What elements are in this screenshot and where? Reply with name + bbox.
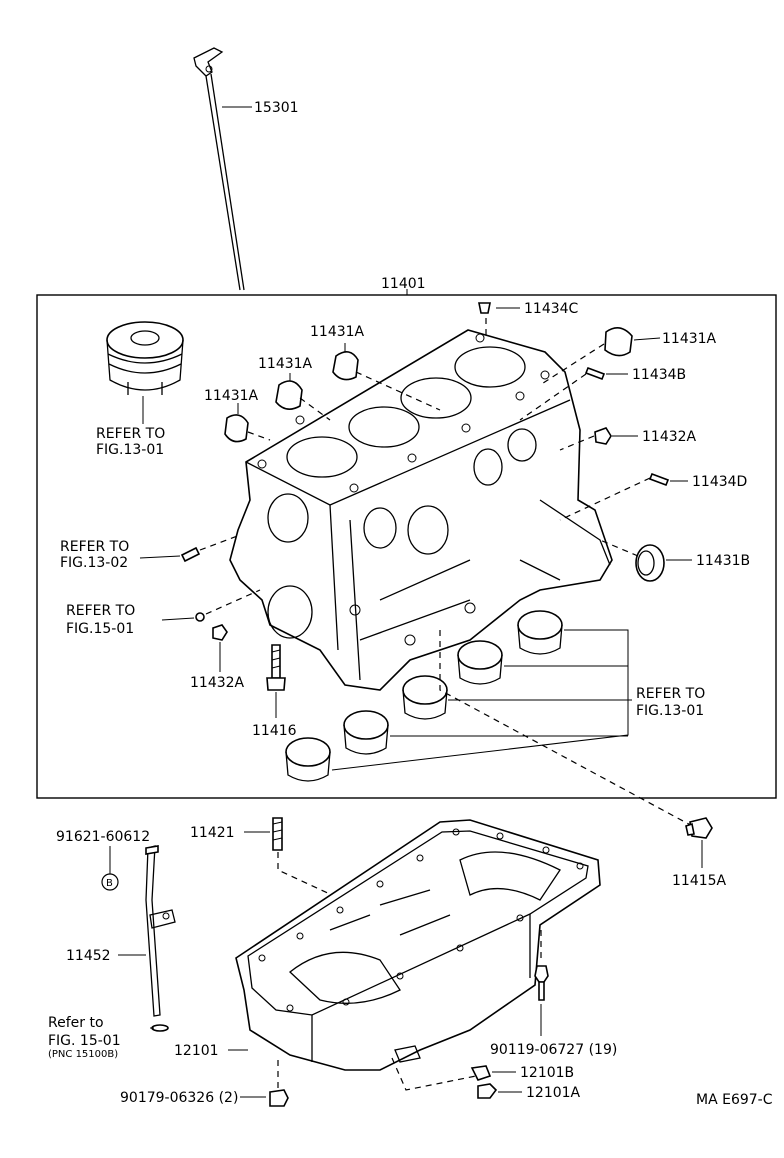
label-plug-11432a-right: 11432A bbox=[642, 429, 697, 445]
label-plug-11431a-1: 11431A bbox=[310, 324, 365, 340]
plug-11431a-right-icon bbox=[604, 327, 633, 357]
stud-11416-icon bbox=[266, 644, 286, 691]
label-block-assy: 11401 bbox=[381, 276, 426, 292]
plug-11432a-left-icon bbox=[212, 624, 228, 641]
label-oil-pan-12101: 12101 bbox=[174, 1043, 219, 1059]
label-stud-11416: 11416 bbox=[252, 723, 297, 739]
plug-11432a-right-icon bbox=[594, 427, 612, 445]
ref-fig1501-line1: REFER TO bbox=[66, 603, 135, 619]
oil-pan bbox=[235, 819, 601, 1071]
ref-lower-line2: FIG. 15-01 bbox=[48, 1033, 121, 1049]
label-plug-11432a-left: 11432A bbox=[190, 675, 245, 691]
ref-bearing-line2: FIG.13-01 bbox=[636, 703, 704, 719]
label-plug-11431a-right: 11431A bbox=[662, 331, 717, 347]
gasket-symbol-badge: B bbox=[101, 873, 119, 891]
plug-11431a-2-icon bbox=[275, 380, 303, 410]
piston-icon bbox=[106, 321, 184, 395]
pin-11434d-icon bbox=[648, 472, 670, 487]
pin-11434b-icon bbox=[584, 366, 606, 381]
ref-fig1302-line2: FIG.13-02 bbox=[60, 555, 128, 571]
label-plug-11434c: 11434C bbox=[524, 301, 579, 317]
oil-level-gauge-guide-icon bbox=[145, 845, 176, 1032]
label-pin-11434d: 11434D bbox=[692, 474, 747, 490]
label-plug-11431a-2: 11431A bbox=[258, 356, 313, 372]
ref-piston-line2: FIG.13-01 bbox=[96, 442, 164, 458]
gasket-symbol-letter: B bbox=[106, 878, 113, 889]
label-12101b: 12101B bbox=[520, 1065, 574, 1081]
label-guide-11452: 11452 bbox=[66, 948, 111, 964]
drain-gasket-icon bbox=[269, 1089, 289, 1107]
plug-11434c-icon bbox=[478, 302, 491, 314]
ref-piston-line1: REFER TO bbox=[96, 426, 165, 442]
label-gasket-ref: 91621-60612 bbox=[56, 829, 150, 845]
plug-11431b-icon bbox=[635, 544, 665, 582]
label-drain-plug-11415a: 11415A bbox=[672, 873, 727, 889]
label-drain-gasket: 90179-06326 (2) bbox=[120, 1090, 238, 1106]
plug-11431a-1-icon bbox=[332, 351, 359, 381]
ref-lower-line1: Refer to bbox=[48, 1015, 104, 1031]
part-12101a-icon bbox=[477, 1083, 498, 1099]
plug-11431a-3-icon bbox=[224, 414, 249, 443]
label-plug-11431b: 11431B bbox=[696, 553, 750, 569]
drain-plug-11415a-icon bbox=[685, 817, 713, 839]
label-plug-11431a-3: 11431A bbox=[204, 388, 259, 404]
bearing-set-icon bbox=[285, 610, 563, 782]
dipstick bbox=[193, 47, 245, 291]
cylinder-block bbox=[229, 329, 613, 691]
ref-fig1302-line1: REFER TO bbox=[60, 539, 129, 555]
label-pin-11434b: 11434B bbox=[632, 367, 686, 383]
ref-bearing-line1: REFER TO bbox=[636, 686, 705, 702]
label-12101a: 12101A bbox=[526, 1085, 581, 1101]
plug-fig1501-icon bbox=[195, 612, 205, 622]
stud-fig1302-icon bbox=[180, 546, 201, 563]
drawing-code: MA E697-C bbox=[696, 1092, 773, 1108]
bolt-90119-icon bbox=[534, 965, 549, 1001]
ref-lower-line3: (PNC 15100B) bbox=[48, 1049, 118, 1060]
part-12101b-icon bbox=[470, 1065, 492, 1081]
label-dipstick: 15301 bbox=[254, 100, 299, 116]
label-stud-11421: 11421 bbox=[190, 825, 235, 841]
ref-fig1501-line2: FIG.15-01 bbox=[66, 621, 134, 637]
label-bolt-90119: 90119-06727 (19) bbox=[490, 1042, 617, 1058]
stud-11421-icon bbox=[272, 817, 283, 851]
